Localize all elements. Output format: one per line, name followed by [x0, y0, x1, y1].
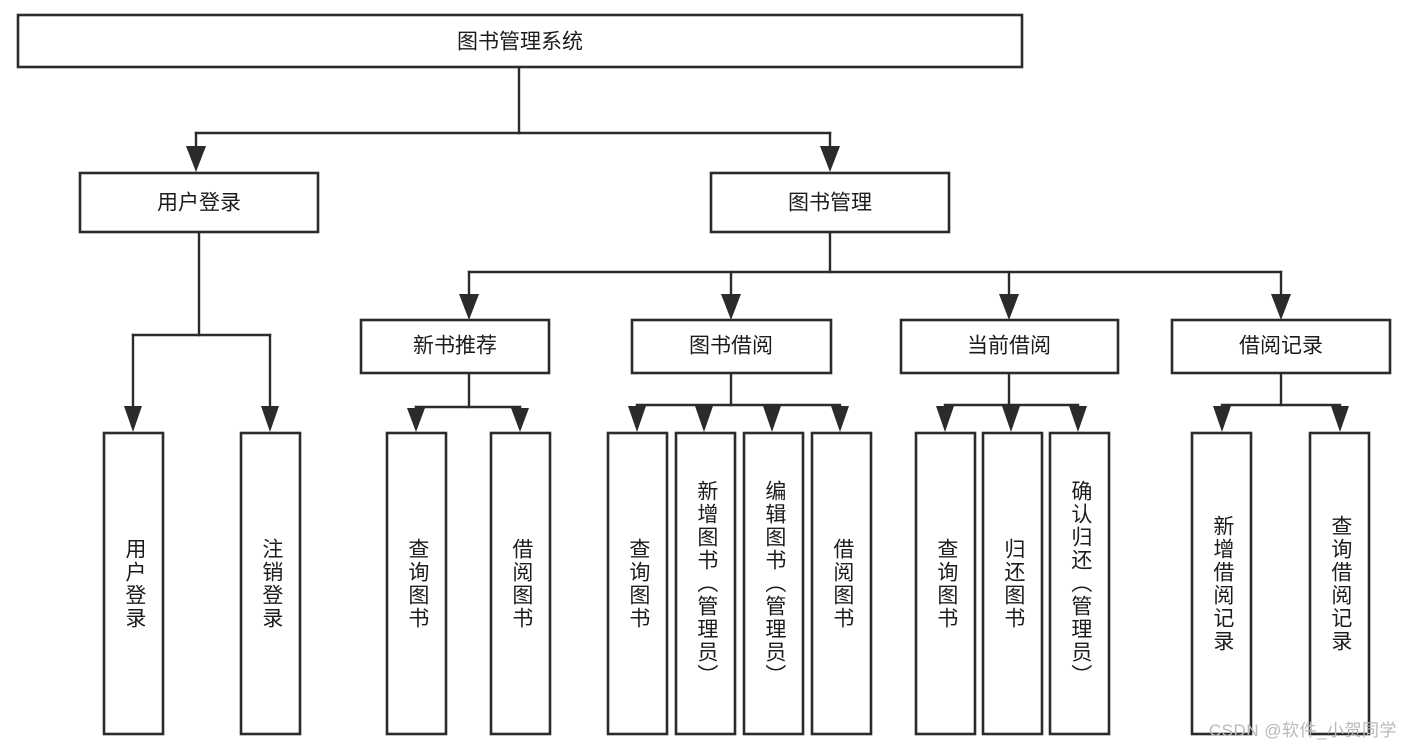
connector-group-user-login [124, 230, 279, 432]
node-box-leaf-cb-return[interactable] [981, 431, 1044, 736]
arrowhead-bb-leaf-4 [831, 406, 849, 432]
node-label-current-borrow: 当前借阅 [967, 335, 1051, 358]
arrowhead-cb-leaf-2 [1002, 406, 1020, 432]
arrowhead-book-borrow [721, 294, 741, 320]
node-box-leaf-br-query[interactable] [1308, 431, 1371, 736]
arrowhead-new-book [459, 294, 479, 320]
node-box-leaf-bb-edit[interactable] [742, 431, 805, 736]
node-label-book-borrow: 图书借阅 [689, 335, 773, 358]
node-box-leaf-nb-borrow[interactable] [489, 431, 552, 736]
node-label-root: 图书管理系统 [457, 31, 583, 54]
node-label-borrow-record: 借阅记录 [1239, 335, 1323, 358]
arrowhead-leaf-user-login [124, 406, 142, 432]
node-box-leaf-br-add[interactable] [1190, 431, 1253, 736]
node-box-root[interactable] [16, 13, 1024, 69]
node-box-leaf-cb-confirm[interactable] [1048, 431, 1111, 736]
node-label-book-manage: 图书管理 [788, 192, 872, 215]
node-box-leaf-nb-query[interactable] [385, 431, 448, 736]
watermark-text: CSDN @软件_小贺同学 [1208, 721, 1397, 740]
connector-group-book-borrow [628, 371, 849, 432]
arrowhead-borrow-record [1271, 294, 1291, 320]
arrowhead-cb-leaf-1 [936, 406, 954, 432]
arrowhead-bb-leaf-1 [628, 406, 646, 432]
node-box-leaf-bb-borrow[interactable] [810, 431, 873, 736]
arrowhead-leaf-logout [261, 406, 279, 432]
arrowhead-nb-leaf-2 [511, 408, 529, 432]
connector-group-root [186, 66, 840, 172]
connector-group-book-manage [459, 230, 1291, 320]
connector-group-current-borrow [936, 371, 1087, 432]
node-box-leaf-bb-query[interactable] [606, 431, 669, 736]
node-box-current-borrow[interactable] [899, 318, 1120, 375]
node-box-book-borrow[interactable] [630, 318, 833, 375]
node-label-new-book-recommend: 新书推荐 [413, 335, 497, 358]
arrowhead-nb-leaf-1 [407, 408, 425, 432]
connector-group-borrow-record [1213, 371, 1349, 432]
arrowhead-bb-leaf-3 [763, 406, 781, 432]
node-label-user-login: 用户登录 [157, 192, 241, 215]
arrowhead-cb-leaf-3 [1069, 406, 1087, 432]
node-box-leaf-cb-query[interactable] [914, 431, 977, 736]
connector-group-new-book [407, 371, 529, 432]
node-box-leaf-logout[interactable] [239, 431, 302, 736]
arrowhead-bb-leaf-2 [695, 406, 713, 432]
arrowhead-br-leaf-2 [1331, 406, 1349, 432]
node-box-new-book-recommend[interactable] [359, 318, 551, 375]
arrowhead-current-borrow [999, 294, 1019, 320]
node-box-leaf-user-login[interactable] [102, 431, 165, 736]
node-box-leaf-bb-add[interactable] [674, 431, 737, 736]
arrowhead-user-login [186, 146, 206, 172]
node-box-user-login[interactable] [78, 171, 320, 234]
arrowhead-book-manage [820, 146, 840, 172]
arrowhead-br-leaf-1 [1213, 406, 1231, 432]
node-box-book-manage[interactable] [709, 171, 951, 234]
node-box-borrow-record[interactable] [1170, 318, 1392, 375]
